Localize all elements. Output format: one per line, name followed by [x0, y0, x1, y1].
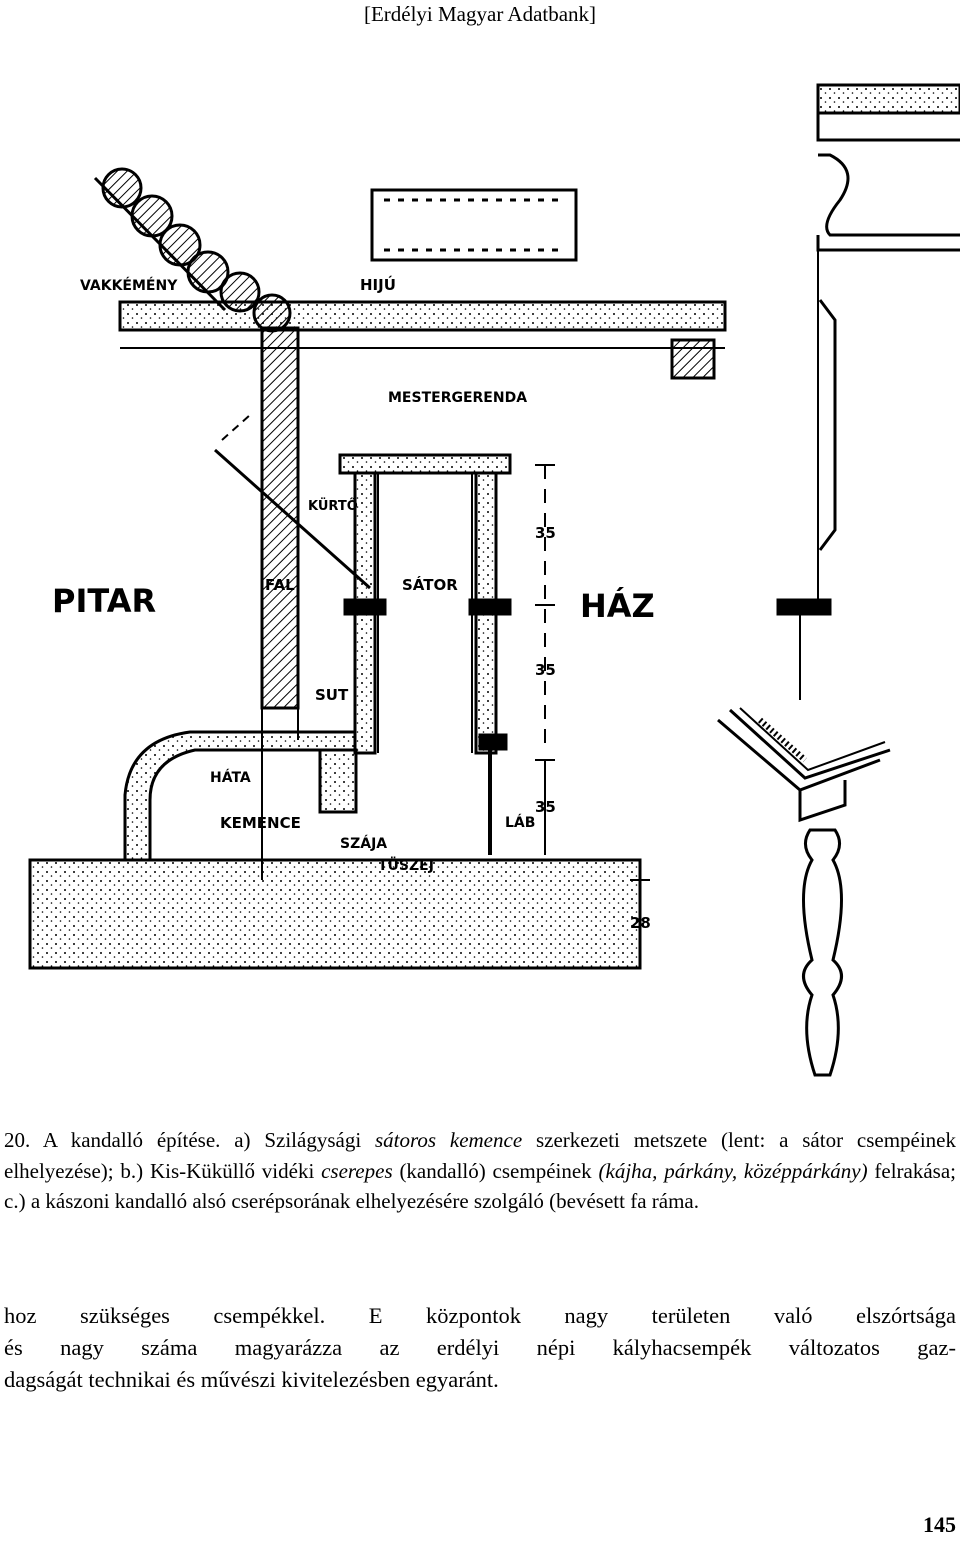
label-tuszej: TÜSZEJ	[378, 856, 434, 874]
label-dim-3: 35	[535, 798, 556, 816]
label-kurto: KÜRTŐ	[308, 498, 358, 514]
label-pitar: PITAR	[52, 582, 156, 620]
caption-text-3: (kandalló) csempéinek	[392, 1158, 599, 1183]
page-number: 145	[923, 1512, 956, 1537]
label-dim-1: 35	[535, 524, 556, 542]
ceiling-beam	[118, 300, 727, 349]
vakkemeny-line	[93, 176, 227, 312]
dimension-lines	[535, 464, 650, 968]
label-szaja: SZÁJA	[340, 835, 387, 852]
label-fal: FAL	[265, 576, 295, 594]
kandallo-figure: VAKKÉMÉNY HIJÚ MESTERGERENDA KÜRTŐ FAL S…	[0, 60, 960, 1090]
label-haz: HÁZ	[580, 587, 655, 625]
label-dim-4: 28	[630, 914, 651, 932]
source-header: [Erdélyi Magyar Adatbank]	[363, 2, 597, 26]
kemence-body	[28, 730, 642, 970]
caption-italic-2: cserepes	[321, 1158, 393, 1183]
label-kemence: KEMENCE	[220, 814, 301, 832]
body-paragraph: hoz szükséges csempékkel. E központok na…	[4, 1300, 956, 1396]
body-line-1: hoz szükséges csempékkel. E központok na…	[4, 1303, 956, 1328]
cornice-profile	[776, 83, 960, 700]
caption-text-1: 20. A kandalló építése. a) Szilágysági	[4, 1128, 375, 1152]
label-sator: SÁTOR	[402, 575, 458, 594]
label-vakkemeny: VAKKÉMÉNY	[80, 277, 178, 294]
construction-drawing: VAKKÉMÉNY HIJÚ MESTERGERENDA KÜRTŐ FAL S…	[28, 83, 960, 1077]
label-sut: SUT	[315, 686, 349, 704]
kurto-line	[214, 448, 371, 590]
label-hata: HÁTA	[210, 769, 251, 786]
label-hiju: HIJÚ	[360, 275, 396, 294]
caption-italic-1: sátoros kemence	[374, 1128, 523, 1152]
label-mestergerenda: MESTERGERENDA	[388, 390, 527, 406]
body-line-3: dagságát technikai és művészi kivitelezé…	[4, 1367, 499, 1392]
sator-structure	[338, 453, 512, 855]
figure-caption: 20. A kandalló építése. a) Szilágysági s…	[4, 1125, 956, 1217]
frame-and-leg	[717, 707, 891, 1077]
label-lab: LÁB	[505, 814, 535, 831]
hiju-plan	[370, 188, 578, 262]
body-line-2: és nagy száma magyarázza az erdélyi népi…	[4, 1335, 956, 1360]
caption-italic-3: (kájha, párkány, középpárkány)	[598, 1158, 868, 1183]
label-dim-2: 35	[535, 661, 556, 679]
mestergerenda-beam	[670, 338, 716, 380]
caption-text-4: felrakása; c.) a kászoni kandalló alsó c…	[4, 1158, 956, 1214]
caption-text-2: szerkezeti metszete (lent: a sátor csemp…	[4, 1128, 957, 1183]
